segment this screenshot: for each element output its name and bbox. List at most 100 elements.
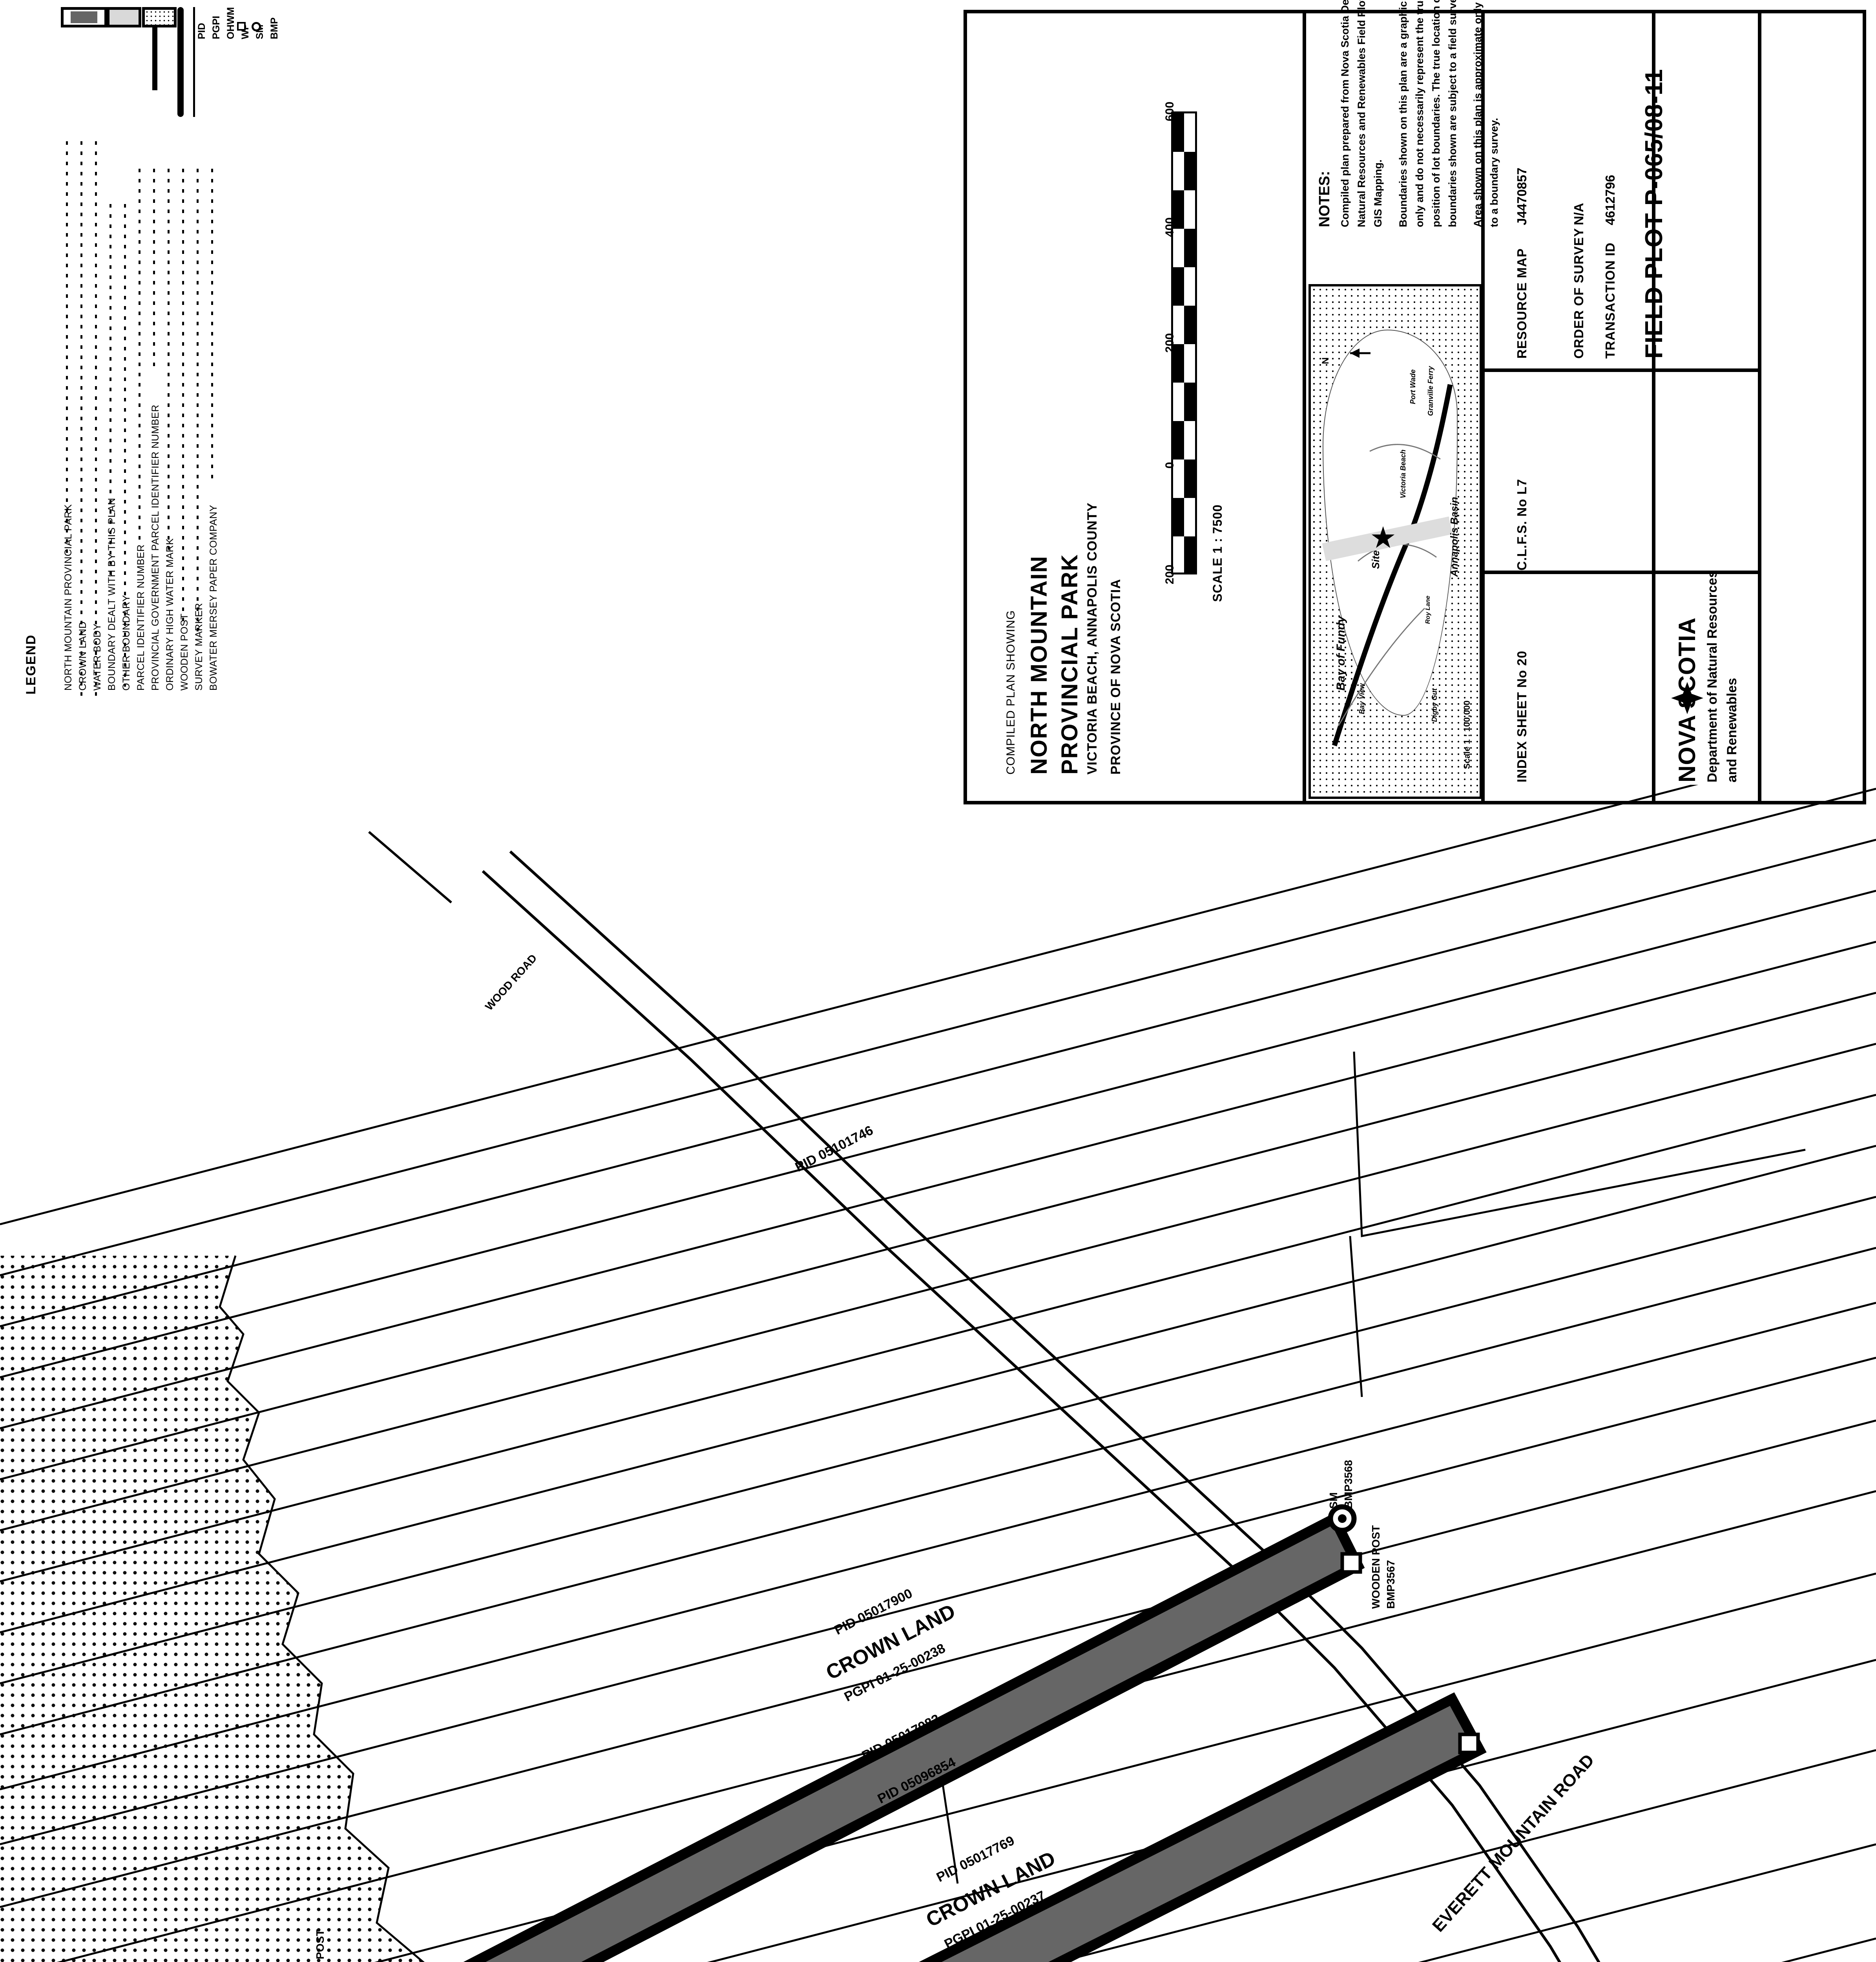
- keymap-label-port-wade: Port Wade: [1409, 369, 1417, 404]
- legend-item-9: SURVEY MARKER: [193, 603, 204, 691]
- legend-abbr-pgpi: PGPI: [211, 16, 222, 39]
- keymap-label-roy-lane: Roy Lane: [1425, 595, 1431, 624]
- site-star-icon: ★: [1370, 521, 1397, 554]
- map-drawing: Bay of Fundy NORTH MOUNTAIN PROVINCIAL P…: [0, 785, 1876, 1962]
- keymap-label-digby-gut: Digby Gut: [1431, 688, 1438, 722]
- legend-item-2: WATER BODY: [92, 623, 103, 691]
- agency-department-line-2: and Renewables: [1725, 678, 1739, 782]
- legend-line-other-boundary: [193, 7, 195, 117]
- plan-title-line-4: PROVINCE OF NOVA SCOTIA: [1108, 578, 1123, 775]
- legend-item-1: CROWN LAND: [77, 621, 88, 691]
- monument-label-sm-type: SM: [1327, 1492, 1339, 1509]
- legend-abbr-ohwm: OHWM: [225, 7, 236, 39]
- legend-item-10: BOWATER MERSEY PAPER COMPANY: [208, 505, 219, 691]
- plan-title-line-3: VICTORIA BEACH, ANNAPOLIS COUNTY: [1085, 502, 1100, 775]
- tb-row-separator: [1652, 368, 1758, 372]
- tb-label-transaction-id: TRANSACTION ID: [1603, 242, 1617, 359]
- notes-paragraph: Boundaries shown on this plan are a grap…: [1397, 0, 1409, 227]
- tb-index-sheet: INDEX SHEET No 20: [1515, 650, 1529, 782]
- tb-separator: [1481, 13, 1485, 801]
- legend-leader-dots: [197, 169, 199, 636]
- legend-line-boundary-dealt: [177, 7, 184, 117]
- keymap-scale-label: Scale 1 : 100,000: [1462, 700, 1472, 769]
- notes-paragraph: only and do not necessarily represent th…: [1414, 0, 1425, 227]
- legend-leader-dots: [124, 204, 126, 687]
- tb-row-separator: [1481, 368, 1652, 372]
- legend-leader-dots: [211, 169, 213, 479]
- legend-swatch-crown: [107, 7, 141, 27]
- notes-paragraph: position of lot boundaries. The true loc…: [1430, 0, 1442, 227]
- scale-bar: [1171, 111, 1197, 574]
- keymap-highway: [1322, 384, 1453, 746]
- legend-leader-dots: [168, 169, 170, 553]
- scale-tick-200-left: 200: [1163, 564, 1176, 584]
- survey-marker-symbol: [252, 22, 261, 31]
- keymap-label-site: Site: [1370, 550, 1381, 569]
- legend-item-3: BOUNDARY DEALT WITH BY THIS PLAN: [106, 498, 117, 691]
- nova-scotia-logo-icon: [1670, 680, 1705, 716]
- monument-label-wp3569-type: WOODEN POST: [314, 1929, 327, 1962]
- notes-paragraph: Compiled plan prepared from Nova Scotia …: [1339, 0, 1351, 227]
- agency-province-name: NOVA SCOTIA: [1674, 617, 1700, 782]
- keymap-north-label: N: [1320, 357, 1331, 364]
- keymap-label-bay-view: Bay View: [1358, 683, 1366, 714]
- tb-clfs: C.L.F.S. No L7: [1515, 478, 1529, 571]
- legend-item-5: PARCEL IDENTIFIER NUMBER: [135, 544, 146, 691]
- legend-leader-dots: [182, 169, 184, 624]
- key-map: ★ Site Bay of Fundy Annapolis Basin Vict…: [1308, 284, 1482, 799]
- legend-abbr-bmp: BMP: [269, 17, 280, 39]
- legend-panel: PID PGPI OHWM WP SM BMP NORTH MOUNTAIN P…: [0, 0, 280, 730]
- notes-heading: NOTES:: [1316, 171, 1333, 227]
- notes-paragraph: boundaries shown are subject to a field …: [1447, 0, 1458, 227]
- keymap-label-bay-of-fundy: Bay of Fundy: [1334, 616, 1347, 691]
- plan-subtitle: COMPILED PLAN SHOWING: [1004, 610, 1017, 775]
- legend-abbr-pid: PID: [196, 23, 207, 39]
- legend-leader-dots: [95, 141, 97, 698]
- monument-label-wp3567-id: BMP3567: [1385, 1560, 1397, 1609]
- legend-item-4: OTHER BOUNDARY: [121, 594, 132, 691]
- tb-row-separator: [1481, 571, 1652, 574]
- tb-separator: [1303, 13, 1306, 801]
- legend-divider: [152, 24, 157, 90]
- tb-label-order-of-survey: ORDER OF SURVEY: [1571, 228, 1586, 359]
- keymap-north-arrow-icon: [1327, 345, 1374, 361]
- map-vector-layer: [0, 785, 1876, 1962]
- title-block: COMPILED PLAN SHOWING NORTH MOUNTAIN PRO…: [964, 0, 1866, 804]
- monument-label-wp3567-type: WOODEN POST: [1370, 1525, 1382, 1609]
- legend-leader-dots: [139, 169, 141, 545]
- scale-tick-200: 200: [1163, 333, 1176, 353]
- legend-leader-dots: [153, 169, 155, 373]
- legend-swatch-water: [142, 7, 177, 27]
- scale-tick-600: 600: [1163, 101, 1176, 121]
- legend-swatch-park: [61, 7, 107, 27]
- notes-paragraph: Area shown on this plan is approximate o…: [1472, 0, 1484, 227]
- legend-divider-long: [152, 24, 157, 90]
- scale-tick-0: 0: [1163, 462, 1176, 469]
- agency-department-line-1: Department of Natural Resources: [1705, 570, 1720, 782]
- tb-separator: [1758, 13, 1761, 801]
- legend-title: LEGEND: [24, 634, 38, 695]
- keymap-label-granville-ferry: Granville Ferry: [1427, 366, 1434, 416]
- legend-leader-dots: [80, 141, 82, 698]
- legend-item-7: ORDINARY HIGH WATER MARK: [164, 538, 175, 691]
- tb-row-separator: [1652, 571, 1758, 574]
- field-plot-number: FIELD PLOT P-065/08-11: [1641, 69, 1668, 359]
- legend-item-8: WOODEN POST: [179, 613, 190, 691]
- legend-item-0: NORTH MOUNTAIN PROVINCIAL PARK: [63, 504, 74, 691]
- notes-paragraph: GIS Mapping.: [1372, 159, 1384, 228]
- tb-value-resource-map: J4470857: [1515, 168, 1529, 225]
- wooden-post-symbol: [237, 22, 246, 31]
- tb-value-order-of-survey: N/A: [1571, 203, 1586, 225]
- keymap-label-annapolis-basin: Annapolis Basin: [1448, 497, 1460, 577]
- notes-paragraph: to a boundary survey.: [1488, 118, 1500, 227]
- plan-title-line-2: PROVINCIAL PARK: [1057, 554, 1082, 775]
- tb-label-resource-map: RESOURCE MAP: [1515, 248, 1529, 359]
- tb-separator: [1652, 13, 1655, 801]
- notes-paragraph: Natural Resources and Renewables Field P…: [1356, 0, 1367, 227]
- legend-leader-dots: [109, 204, 111, 577]
- scale-tick-400: 400: [1163, 217, 1176, 237]
- legend-item-6: PROVINCIAL GOVERNMENT PARCEL IDENTIFIER …: [150, 404, 161, 691]
- monument-label-sm-id: BMP3568: [1342, 1460, 1354, 1509]
- keymap-label-victoria-beach: Victoria Beach: [1399, 449, 1407, 498]
